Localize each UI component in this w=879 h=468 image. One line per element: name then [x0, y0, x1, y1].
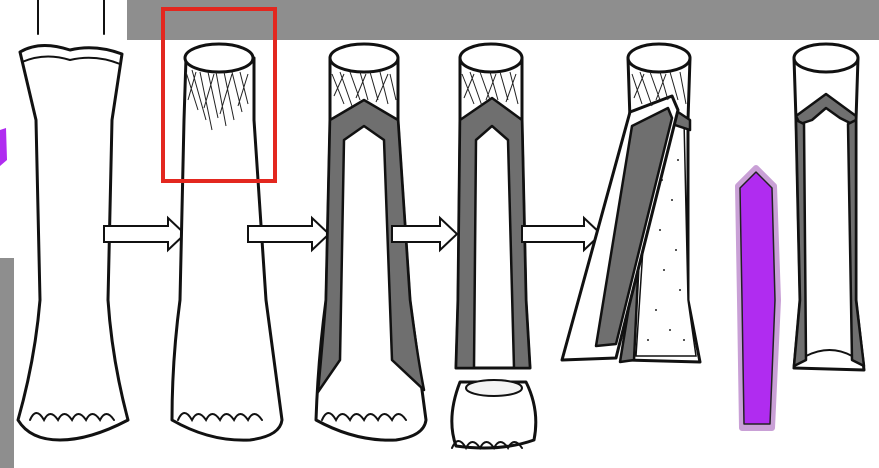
arrow-step-4-to-5	[522, 218, 601, 250]
top-left-fragment	[38, 0, 104, 34]
left-gray-strip	[0, 258, 14, 468]
left-purple-fragment	[0, 128, 7, 166]
bone-split-shaft	[562, 44, 700, 362]
extracted-graft	[738, 168, 778, 428]
top-gray-bar	[127, 0, 879, 40]
arrow-step-1-to-2	[104, 218, 185, 250]
bone-diaphysis-separated	[452, 44, 536, 448]
bone-hollow-shaft	[794, 44, 864, 370]
